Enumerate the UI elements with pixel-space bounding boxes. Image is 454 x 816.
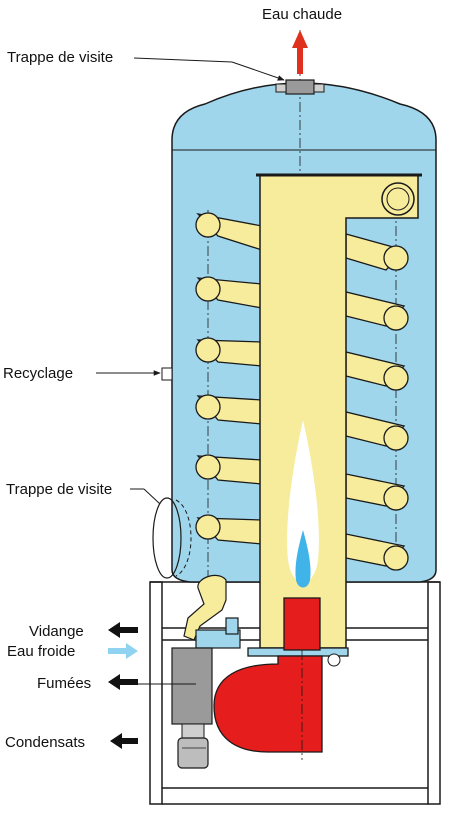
drain-arrow bbox=[108, 622, 138, 638]
flame bbox=[287, 420, 319, 583]
label-drain: Vidange bbox=[29, 623, 84, 640]
label-recycling: Recyclage bbox=[3, 365, 73, 382]
flue-siphon bbox=[171, 647, 213, 725]
left-coil-tubes bbox=[195, 212, 263, 545]
cold-water-arrow bbox=[108, 643, 138, 659]
label-cold-water: Eau froide bbox=[7, 643, 75, 660]
flue-gases-arrow bbox=[108, 674, 138, 690]
burner-fan bbox=[213, 655, 323, 753]
hot-water-outlet-fitting bbox=[285, 79, 315, 95]
condensate-outlet bbox=[177, 737, 209, 769]
side-inspection-hatch bbox=[152, 497, 182, 579]
hot-water-arrow bbox=[292, 30, 308, 74]
recycling-port bbox=[161, 367, 173, 381]
label-inspection-hatch-side: Trappe de visite bbox=[6, 481, 112, 498]
label-flue-gases: Fumées bbox=[37, 675, 91, 692]
leader-lines bbox=[96, 57, 285, 685]
label-hot-water: Eau chaude bbox=[262, 6, 342, 23]
condensates-arrow bbox=[110, 733, 138, 749]
drain-elbow bbox=[183, 574, 227, 641]
label-inspection-hatch-top: Trappe de visite bbox=[7, 49, 113, 66]
flame-core bbox=[295, 530, 311, 588]
label-condensates: Condensats bbox=[5, 734, 85, 751]
burner-tube bbox=[283, 597, 321, 651]
